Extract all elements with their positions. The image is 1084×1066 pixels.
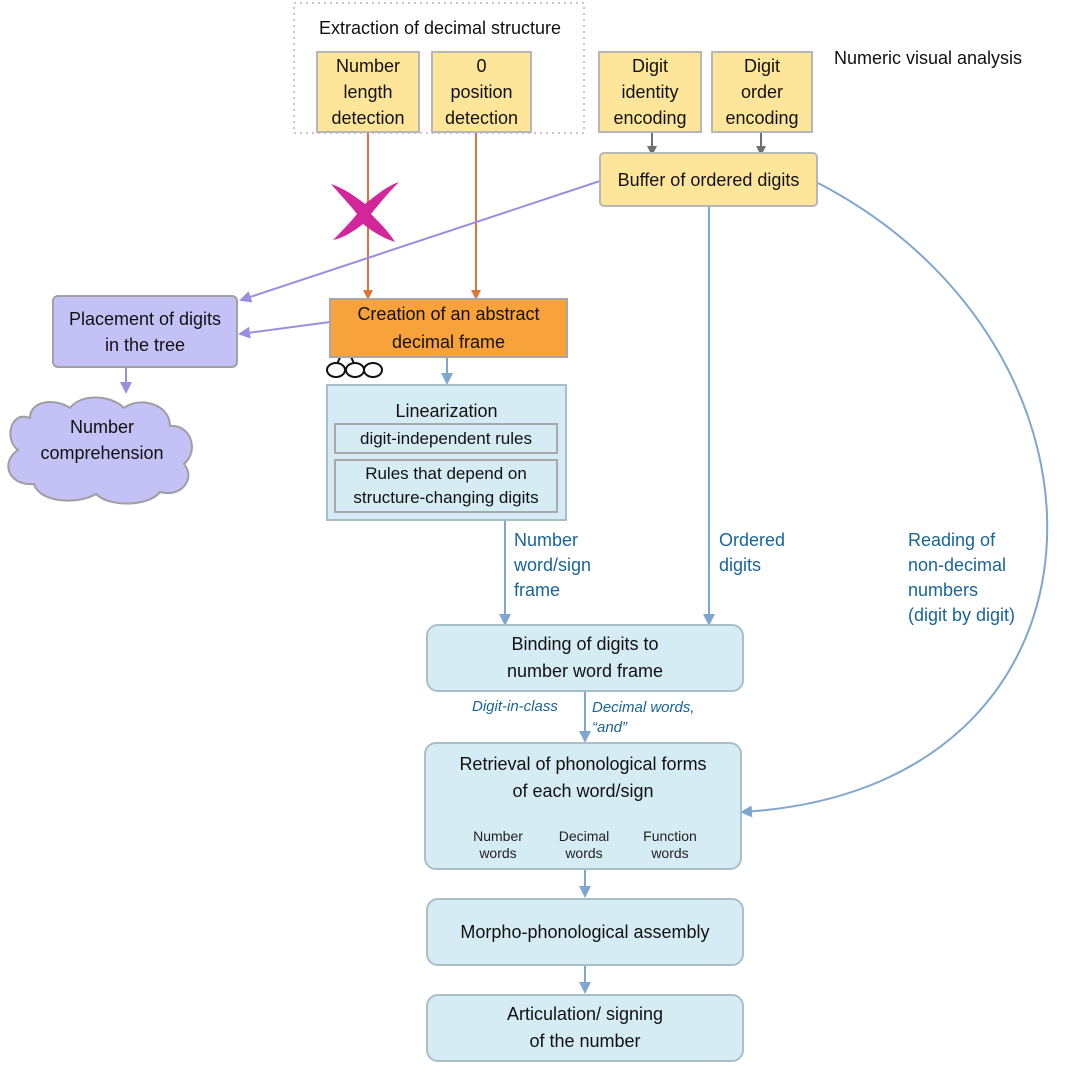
cyl-line: Function	[643, 828, 697, 844]
arrow-frame-to-placement	[238, 321, 331, 339]
box-line: length	[343, 82, 393, 102]
arrow-buffer-to-retrieval-arc	[740, 182, 1049, 818]
box-line: Digit	[743, 56, 780, 76]
numeric-visual-analysis-label: Numeric visual analysis	[834, 48, 1023, 68]
structure-changing-rules-box: Rules that depend on structure-changing …	[334, 459, 558, 513]
label-line: digits	[719, 555, 762, 575]
box-line: Articulation/ signing	[506, 1004, 664, 1024]
digit-identity-encoding-box: Digit identity encoding	[598, 51, 702, 133]
comprehension-cloud	[7, 396, 193, 505]
box-line: Placement of digits	[68, 308, 222, 329]
decimal-words-label: Decimal words, “and”	[592, 698, 695, 738]
linearization-title: Linearization	[395, 401, 498, 421]
label-line: Reading of	[908, 530, 996, 550]
blocked-cross-icon	[331, 182, 399, 242]
box-line: detection	[444, 108, 519, 128]
number-comprehension-label: Number comprehension	[16, 414, 188, 466]
box-line: Binding of digits to	[511, 634, 659, 654]
cyl-line: words	[479, 845, 517, 861]
label-line: (digit by digit)	[908, 605, 1016, 625]
number-word-frame-label: Number word/sign frame	[514, 528, 591, 603]
cloud-line: Number	[69, 417, 135, 437]
arrow-buffer-to-placement	[239, 180, 601, 303]
box-line: decimal frame	[391, 332, 506, 352]
digit-order-encoding-box: Digit order encoding	[711, 51, 813, 133]
box-line: Retrieval of phonological forms	[459, 754, 707, 774]
digit-in-class-label: Digit-in-class	[472, 698, 558, 715]
label-line: non-decimal	[908, 555, 1007, 575]
rule-line: structure-changing digits	[353, 488, 539, 507]
cloud-line: comprehension	[40, 443, 164, 463]
digit-independent-rules-box: digit-independent rules	[334, 423, 558, 454]
binding-box: Binding of digits to number word frame	[426, 624, 744, 692]
box-line: position	[450, 82, 513, 102]
morpho-phonological-box: Morpho-phonological assembly	[426, 898, 744, 966]
cyl-line: Number	[473, 828, 523, 844]
rule-line: digit-independent rules	[359, 428, 532, 448]
rule-line: Rules that depend on	[365, 464, 527, 483]
placement-of-digits-box: Placement of digits in the tree	[52, 295, 238, 368]
box-line: Digit	[631, 56, 668, 76]
box-line: Creation of an abstract	[357, 304, 540, 324]
box-line: detection	[331, 108, 405, 128]
abstract-decimal-frame-box: Creation of an abstract decimal frame	[329, 298, 568, 358]
extraction-group-frame	[293, 2, 585, 134]
label-line: frame	[514, 580, 561, 600]
extraction-title: Extraction of decimal structure	[318, 18, 562, 38]
cyl-line: words	[651, 845, 689, 861]
label-line: word/sign	[514, 555, 592, 575]
box-line: of the number	[529, 1031, 641, 1051]
number-length-detection-box: Number length detection	[316, 51, 420, 133]
function-words-store: Function words	[629, 828, 711, 862]
box-line: 0	[476, 56, 487, 76]
cyl-line: Decimal	[558, 828, 610, 844]
reading-non-decimal-label: Reading of non-decimal numbers (digit by…	[908, 528, 1015, 628]
label-line: numbers	[908, 580, 979, 600]
box-line: order	[740, 82, 784, 102]
cyl-line: words	[565, 845, 603, 861]
buffer-of-ordered-digits-box: Buffer of ordered digits	[599, 152, 818, 207]
label-line: Decimal words,	[592, 699, 695, 716]
ordered-digits-label: Ordered digits	[719, 528, 785, 578]
number-words-store: Number words	[457, 828, 539, 862]
box-line: encoding	[613, 108, 687, 128]
articulation-box: Articulation/ signing of the number	[426, 994, 744, 1062]
label-line: “and”	[592, 719, 628, 736]
label-line: Number	[514, 530, 579, 550]
box-line: of each word/sign	[512, 781, 654, 801]
box-line: encoding	[725, 108, 799, 128]
box-line: Number	[335, 56, 401, 76]
retrieval-box: Retrieval of phonological forms of each …	[424, 742, 742, 870]
box-line: number word frame	[506, 661, 664, 681]
box-line: identity	[621, 82, 679, 102]
zero-position-detection-box: 0 position detection	[431, 51, 532, 133]
box-line: in the tree	[104, 334, 186, 355]
box-line: Morpho-phonological assembly	[460, 922, 710, 942]
decimal-words-store: Decimal words	[543, 828, 625, 862]
box-line: Buffer of ordered digits	[617, 169, 800, 190]
label-line: Ordered	[719, 530, 786, 550]
